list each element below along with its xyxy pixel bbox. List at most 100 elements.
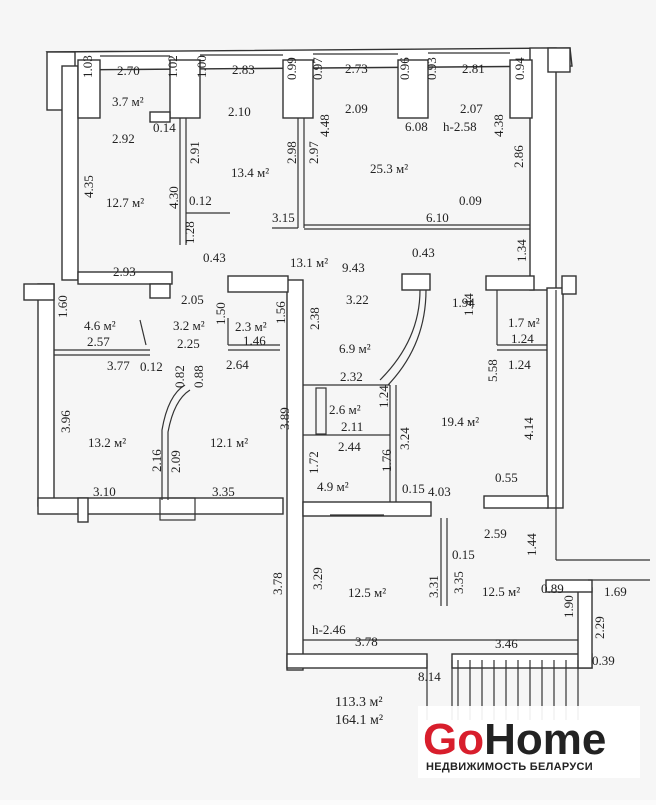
room-area-label: 12.1 м² (210, 435, 248, 450)
room-area-label: 25.3 м² (370, 161, 408, 176)
dimension-label: 2.25 (177, 336, 200, 351)
dimension-label: 0.15 (452, 547, 475, 562)
dimension-label: 0.43 (203, 250, 226, 265)
dimension-label: 0.55 (495, 470, 518, 485)
dimension-label: 1.28 (182, 221, 197, 244)
dimension-label: 1.02 (165, 55, 180, 78)
dimension-label: 1.69 (604, 584, 627, 599)
dimension-label: 0.12 (140, 359, 163, 374)
dimension-label: 5.58 (485, 359, 500, 382)
dimension-label: 2.38 (307, 307, 322, 330)
dimension-label: 2.98 (284, 141, 299, 164)
room-area-label: 2.6 м² (329, 402, 361, 417)
dimension-label: h-2.46 (312, 622, 346, 637)
room-area-label: 3.7 м² (112, 94, 144, 109)
dimension-label: 1.44 (461, 293, 476, 316)
room-area-label: 3.2 м² (173, 318, 205, 333)
dimension-label: 3.24 (397, 427, 412, 450)
gohome-logo: GoHome НЕДВИЖИМОСТЬ БЕЛАРУСИ (418, 706, 640, 778)
dimension-label: 2.44 (338, 439, 361, 454)
dimension-label: 2.29 (592, 616, 607, 639)
dimension-label: 2.32 (340, 369, 363, 384)
dimension-label: 3.78 (270, 572, 285, 595)
dimension-label: 3.96 (58, 410, 73, 433)
dimension-label: 0.15 (402, 481, 425, 496)
dimension-label: 3.29 (310, 567, 325, 590)
dimension-label: 0.43 (412, 245, 435, 260)
logo-go-text: Go (423, 715, 484, 764)
room-area-label: 12.5 м² (482, 584, 520, 599)
dimension-label: 1.03 (80, 55, 95, 78)
room-area-label: 12.5 м² (348, 585, 386, 600)
dimension-label: 2.97 (306, 141, 321, 164)
dimension-label: 0.09 (459, 193, 482, 208)
dimension-label: 3.31 (426, 575, 441, 598)
dimension-label: 3.10 (93, 484, 116, 499)
dimension-label: 2.57 (87, 334, 110, 349)
room-area-label: 13.1 м² (290, 255, 328, 270)
dimension-label: 3.35 (212, 484, 235, 499)
total-living-area: 113.3 м² (335, 695, 383, 710)
dimension-label: 2.09 (345, 101, 368, 116)
dimension-label: 0.12 (189, 193, 212, 208)
dimension-label: 2.59 (484, 526, 507, 541)
dimension-label: 2.11 (341, 419, 363, 434)
room-area-label: 19.4 м² (441, 414, 479, 429)
room-area-label: 4.9 м² (317, 479, 349, 494)
dimension-label: 1.60 (55, 295, 70, 318)
dimension-label: 1.50 (213, 302, 228, 325)
dimension-label: 4.14 (521, 417, 536, 440)
dimension-label: 4.38 (491, 114, 506, 137)
dimension-label: 0.99 (284, 57, 299, 80)
dimension-label: 0.14 (153, 120, 176, 135)
dimension-label: 2.92 (112, 131, 135, 146)
dimension-label: 0.94 (512, 57, 527, 80)
dimension-label: h-2.58 (443, 119, 477, 134)
dimension-label: 2.91 (187, 141, 202, 164)
room-area-label: 1.7 м² (508, 315, 540, 330)
dimension-label: 3.22 (346, 292, 369, 307)
dimension-label: 2.93 (113, 264, 136, 279)
dimension-label: 8.14 (418, 669, 441, 684)
dimension-label: 3.46 (495, 636, 518, 651)
dimension-label: 1.46 (243, 333, 266, 348)
dimension-label: 2.83 (232, 62, 255, 77)
room-area-label: 13.2 м² (88, 435, 126, 450)
dimension-label: 1.00 (194, 55, 209, 78)
dimension-label: 1.24 (508, 357, 531, 372)
total-area: 164.1 м² (335, 713, 383, 728)
room-area-label: 2.3 м² (235, 319, 267, 334)
dimension-label: 3.35 (451, 571, 466, 594)
dimension-label: 3.89 (277, 407, 292, 430)
room-area-label: 4.6 м² (84, 318, 116, 333)
dimension-label: 2.09 (168, 450, 183, 473)
dimension-label: 1.44 (524, 533, 539, 556)
dimension-label: 3.78 (355, 634, 378, 649)
dimension-label: 0.39 (592, 653, 615, 668)
room-area-label: 6.9 м² (339, 341, 371, 356)
dimension-label: 0.82 (172, 365, 187, 388)
dimension-label: 9.43 (342, 260, 365, 275)
dimension-label: 4.35 (81, 175, 96, 198)
outer-walls (23, 47, 593, 671)
dimension-label: 4.30 (166, 186, 181, 209)
svg-text:GoHome: GoHome (423, 715, 606, 764)
dimension-label: 1.34 (514, 239, 529, 262)
dimension-label: 2.10 (228, 104, 251, 119)
dimension-label: 6.10 (426, 210, 449, 225)
dimension-label: 1.76 (379, 449, 394, 472)
room-area-label: 12.7 м² (106, 195, 144, 210)
dimension-label: 4.03 (428, 484, 451, 499)
dimension-label: 2.05 (181, 292, 204, 307)
dimension-label: 1.24 (511, 331, 534, 346)
dimension-label: 0.88 (191, 365, 206, 388)
dimension-label: 2.86 (511, 145, 526, 168)
room-area-label: 13.4 м² (231, 165, 269, 180)
logo-tagline: НЕДВИЖИМОСТЬ БЕЛАРУСИ (426, 761, 593, 773)
dimension-label: 6.08 (405, 119, 428, 134)
dimension-label: 0.93 (424, 57, 439, 80)
dimension-label: 0.96 (397, 57, 412, 80)
dimension-label: 1.90 (561, 595, 576, 618)
